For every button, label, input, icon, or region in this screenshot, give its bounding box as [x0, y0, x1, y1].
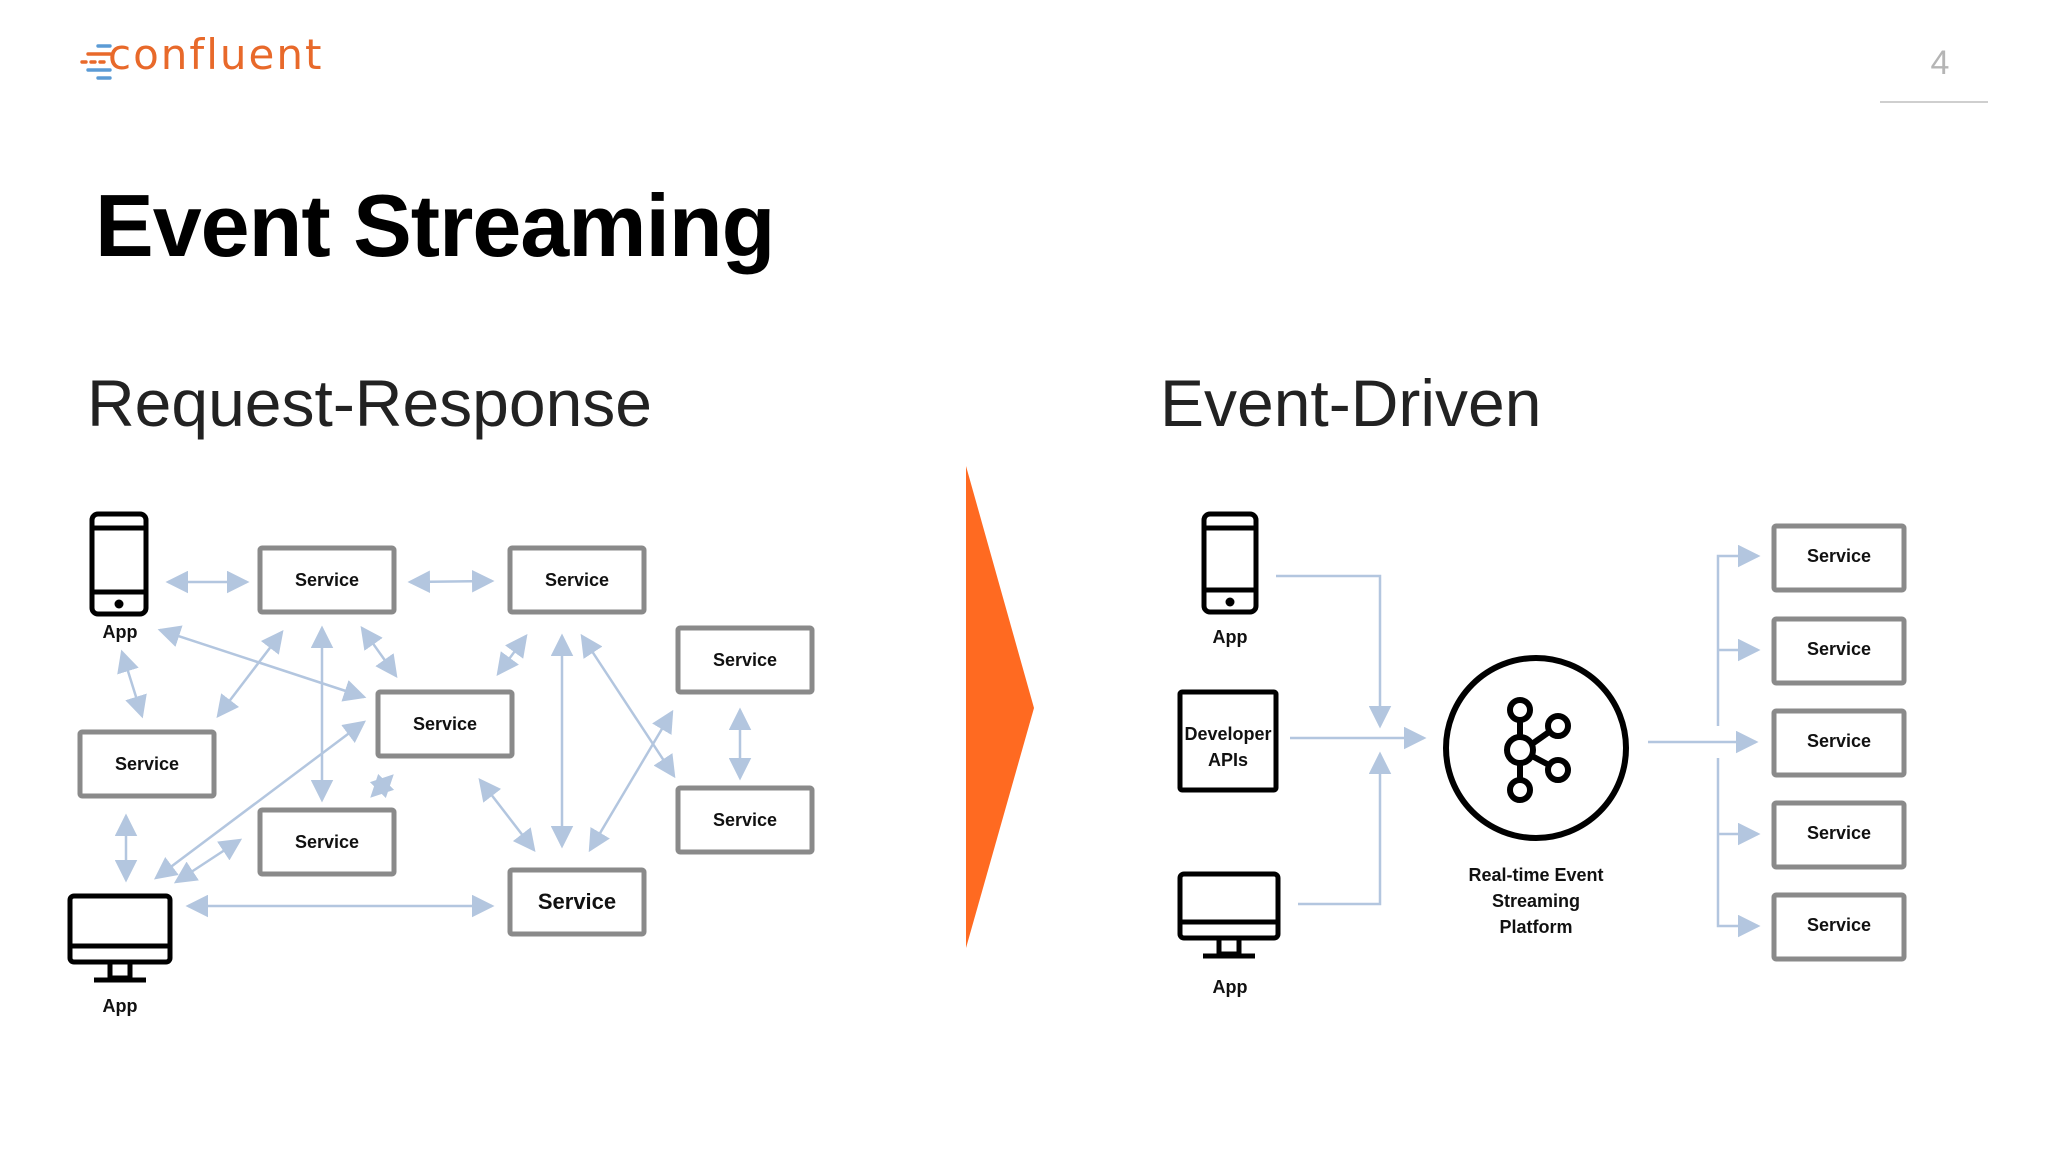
right-app-top-label: App	[1213, 627, 1248, 647]
platform-label-line1: Real-time Event	[1468, 865, 1603, 885]
connector	[360, 625, 398, 679]
developer-apis-label-line2: APIs	[1208, 750, 1248, 770]
connector	[407, 569, 495, 594]
page-number-divider	[1880, 101, 1988, 103]
monitor-app-icon	[67, 893, 173, 983]
service-box: Service	[507, 545, 647, 615]
service-label: Service	[413, 714, 477, 734]
brand-name: confluent	[108, 30, 324, 79]
service-label: Service	[713, 810, 777, 830]
left-app-bottom-label: App	[103, 996, 138, 1016]
service-label: Service	[1807, 823, 1871, 843]
connector	[1716, 758, 1761, 938]
service-box: Service	[1771, 800, 1907, 870]
request-response-heading: Request-Response	[87, 366, 652, 440]
service-box: Service	[507, 867, 647, 937]
request-response-connectors	[114, 569, 752, 918]
connector	[117, 649, 147, 719]
service-label: Service	[538, 889, 616, 914]
right-app-bottom-label: App	[1213, 977, 1248, 997]
phone-app-icon	[89, 511, 149, 617]
service-box: Service	[375, 689, 515, 759]
service-box: Service	[675, 785, 815, 855]
event-driven-heading: Event-Driven	[1160, 366, 1542, 440]
service-label: Service	[295, 832, 359, 852]
platform-label-line3: Platform	[1499, 917, 1572, 937]
left-app-top-label: App	[103, 622, 138, 642]
kafka-icon	[1443, 655, 1629, 841]
service-box: Service	[675, 625, 815, 695]
connector	[1716, 544, 1761, 726]
connector	[496, 633, 528, 677]
transition-arrow-icon	[966, 466, 1034, 948]
service-label: Service	[295, 570, 359, 590]
service-box: Service	[1771, 892, 1907, 962]
connector	[173, 838, 243, 884]
service-label: Service	[115, 754, 179, 774]
connector	[478, 778, 536, 852]
service-box: Service	[1771, 523, 1907, 593]
connector	[588, 709, 674, 853]
service-box: Service	[257, 545, 397, 615]
service-label: Service	[1807, 915, 1871, 935]
developer-apis-label-line1: Developer	[1184, 724, 1271, 744]
connector	[1298, 751, 1392, 906]
service-label: Service	[1807, 639, 1871, 659]
confluent-logo-icon	[80, 44, 112, 80]
service-label: Service	[713, 650, 777, 670]
connector	[1276, 574, 1392, 729]
service-box: Service	[1771, 616, 1907, 686]
developer-apis-box: Developer APIs	[1177, 689, 1279, 793]
platform-label-line2: Streaming	[1492, 891, 1580, 911]
service-label: Service	[545, 570, 609, 590]
service-box: Service	[1771, 708, 1907, 778]
page-title: Event Streaming	[95, 176, 775, 275]
phone-app-icon	[1201, 511, 1259, 615]
connector	[157, 625, 367, 702]
connector	[580, 633, 676, 779]
service-label: Service	[1807, 546, 1871, 566]
connector	[216, 630, 284, 718]
connector	[369, 773, 395, 799]
service-box: Service	[77, 729, 217, 799]
service-box: Service	[257, 807, 397, 877]
service-label: Service	[1807, 731, 1871, 751]
page-number: 4	[1930, 44, 1950, 82]
event-driven-connectors	[1276, 544, 1761, 938]
monitor-app-icon	[1177, 871, 1281, 959]
